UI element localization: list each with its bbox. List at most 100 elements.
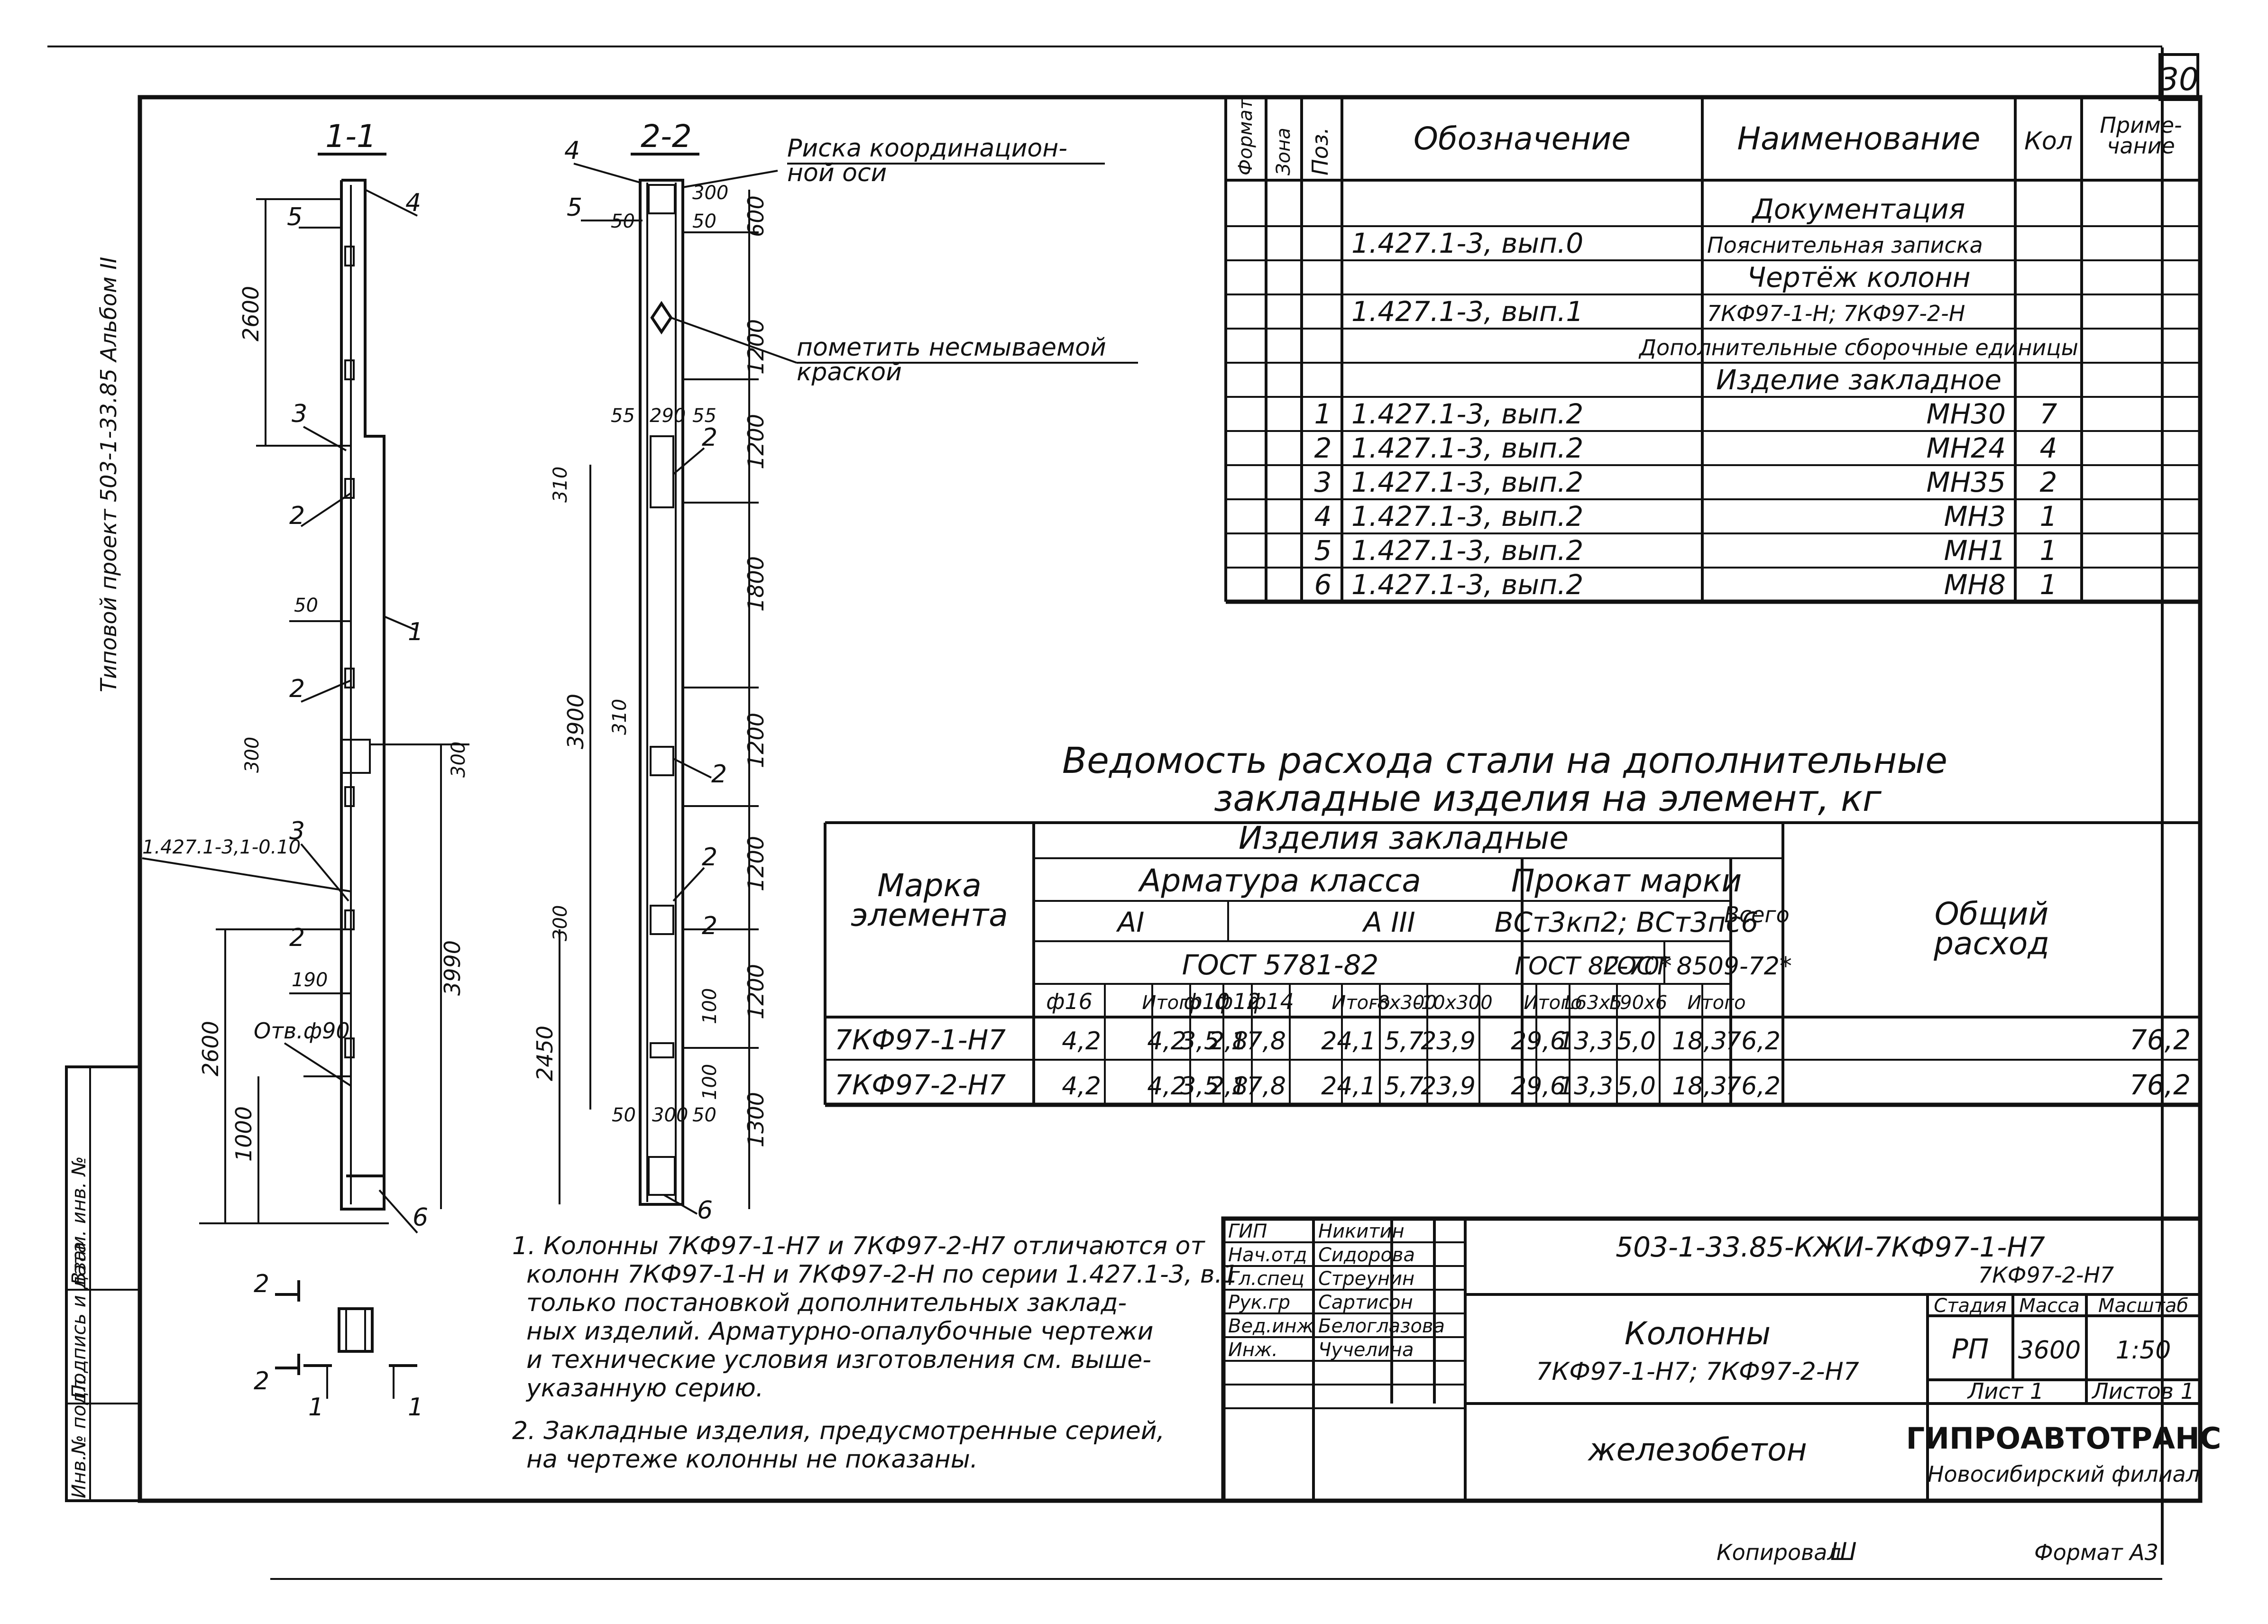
steel-total: 76,2 [1726, 1027, 1781, 1055]
steel-col-header: ф10 [1184, 989, 1230, 1014]
tb-name: Сартисон [1318, 1292, 1413, 1313]
steel-value: 29,6 [1511, 1072, 1566, 1101]
key-label: 2 [254, 1270, 269, 1298]
pos-label: 2 [289, 675, 305, 703]
tb-material: железобетон [1587, 1431, 1807, 1468]
dim-label: 1000 [231, 1106, 257, 1162]
spec-designation: 1.427.1-3, вып.2 [1351, 466, 1583, 498]
tb-title-l1: Колонны [1625, 1315, 1771, 1352]
spec-name: МН35 [1927, 466, 2006, 498]
steel-header-rebar: Арматура класса [1138, 862, 1421, 899]
steel-value: 5,7 [1384, 1072, 1423, 1101]
embedded-plate [344, 909, 355, 930]
spec-section-name: Документация [1751, 193, 1965, 225]
steel-col-header: -8х300 [1370, 992, 1437, 1014]
hole-label: Отв.ф90 [254, 1018, 350, 1044]
steel-value: 18,3 [1672, 1072, 1727, 1101]
page-number-box [2158, 53, 2199, 101]
pos-label: 3 [292, 400, 307, 428]
spec-designation: 1.427.1-3, вып.2 [1351, 398, 1583, 430]
spec-header: Зона [1273, 128, 1295, 175]
steel-col-header: L90х6 [1609, 992, 1667, 1014]
dim-label: 1200 [743, 319, 769, 375]
steel-col-header: ф16 [1046, 989, 1093, 1014]
dim-label: 600 [743, 195, 769, 237]
steel-title-l1: Ведомость расхода стали на дополнительны… [1062, 739, 1947, 781]
steel-header-ai: АI [1116, 906, 1145, 938]
tb-sheet: Лист 1 [1967, 1378, 2044, 1404]
steel-header-gost1: ГОСТ 5781-82 [1182, 949, 1379, 981]
note-line: и технические условия изготовления см. в… [526, 1346, 1151, 1374]
steel-header-total: Всего [1724, 902, 1789, 927]
spec-pos: 3 [1314, 466, 1332, 498]
steel-col-header: ф14 [1248, 989, 1294, 1014]
steel-header-steel: ВСт3кп2; ВСт3пс6 [1495, 906, 1759, 938]
steel-value: 24,1 [1321, 1072, 1376, 1101]
dim-label: 100 [699, 988, 721, 1024]
copied-label: Копировал [1717, 1540, 1841, 1565]
column-outline [340, 179, 386, 1211]
leader [142, 857, 351, 892]
title-block-frame [1221, 1216, 2203, 1503]
drawing-frame [138, 95, 2203, 1503]
spec-designation: 1.427.1-3, вып.2 [1351, 500, 1583, 532]
spec-header: Формат [1235, 98, 1257, 175]
pos-label: 4 [405, 189, 421, 217]
steel-value: 13,3 [1558, 1072, 1613, 1101]
leader [663, 1194, 698, 1215]
steel-header-gost2: ГОСТ 82-70* [1515, 952, 1672, 981]
dim-label: 300 [241, 737, 263, 773]
spec-pos: 5 [1314, 534, 1332, 567]
leader [365, 189, 418, 217]
note-line: 1. Колонны 7КФ97-1-Н7 и 7КФ97-2-Н7 отлич… [512, 1232, 1205, 1260]
dim-label: 1300 [743, 1092, 769, 1147]
column-outline [639, 179, 684, 1206]
key-rectangle [338, 1307, 374, 1353]
leader [300, 492, 352, 527]
dim-label: 290 [650, 405, 686, 427]
spec-designation: 1.427.1-3, вып.1 [1351, 295, 1583, 328]
section-1-1: 1-1 2600 2600 1000 3990 50 300 300 190 [142, 118, 469, 1234]
dim-label: 100 [699, 1064, 721, 1100]
spec-name: МН1 [1944, 534, 2006, 567]
spec-name: МН3 [1944, 500, 2006, 532]
pos-label: 3 [289, 817, 305, 845]
spec-header: Кол [2024, 127, 2073, 156]
pos-label: 2 [702, 912, 717, 940]
dim-label: 1200 [743, 964, 769, 1019]
note-line: ных изделий. Арматурно-опалубочные черте… [526, 1317, 1153, 1346]
leader [672, 867, 705, 902]
spec-qty: 1 [2040, 534, 2057, 567]
side-stamp-box [65, 1065, 141, 1502]
embedded-plate-big [340, 739, 371, 774]
steel-title-l2: закладные изделия на элемент, кг [1214, 777, 1882, 819]
leader [378, 1189, 418, 1234]
dim-label: 300 [692, 182, 728, 204]
spec-designation: 1.427.1-3, вып.2 [1351, 569, 1583, 601]
tb-org: ГИПРОАВТОТРАНС [1906, 1421, 2222, 1456]
steel-header-items: Изделия закладные [1239, 820, 1569, 856]
dim-label: 50 [692, 1104, 716, 1126]
dim-label: 2450 [532, 1026, 558, 1081]
tb-code: 503-1-33.85-КЖИ-7КФ97-1-Н7 [1616, 1231, 2045, 1263]
dim-label: 310 [609, 699, 631, 735]
steel-header-aiii: А III [1361, 906, 1415, 938]
steel-value: 5,7 [1384, 1027, 1423, 1055]
key-label: 2 [254, 1367, 269, 1395]
spec-qty: 2 [2040, 466, 2057, 498]
pos-label: 2 [289, 924, 305, 952]
leader [682, 170, 778, 188]
spec-section-name: Изделие закладное [1716, 364, 2002, 396]
tb-role: Вед.инж [1228, 1315, 1314, 1337]
steel-mark: 7КФ97-2-Н7 [835, 1069, 1006, 1101]
spec-name: МН24 [1927, 432, 2006, 464]
steel-total: 76,2 [1726, 1072, 1781, 1101]
side-project-label: Типовой проект 503-1-33.85 Альбом II [96, 257, 121, 692]
spec-header: Приме-чание [2100, 112, 2182, 159]
tb-mass-h: Масса [2019, 1295, 2080, 1317]
